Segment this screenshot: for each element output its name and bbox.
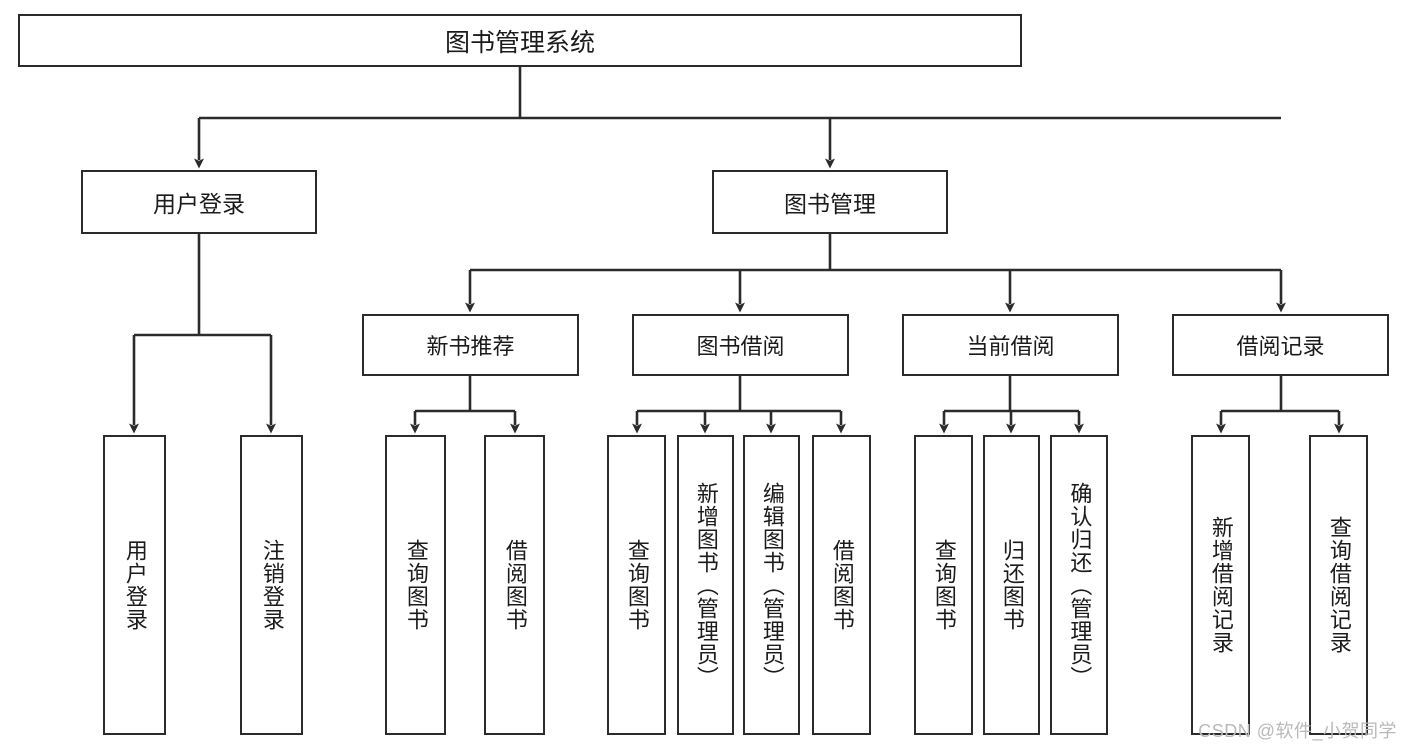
node-label: 用户登录 xyxy=(153,191,245,217)
node-book-borrow[interactable]: 图书借阅 xyxy=(632,314,849,376)
leaf-query-book-borrow[interactable]: 查询图书 xyxy=(607,435,666,735)
node-label: 借阅记录 xyxy=(1236,334,1325,359)
node-label: 图书管理系统 xyxy=(444,28,595,57)
leaf-edit-book-admin[interactable]: 编辑图书（管理员） xyxy=(743,435,800,735)
node-label: 借阅图书 xyxy=(829,539,855,631)
node-label: 新增图书（管理员） xyxy=(693,481,719,689)
leaf-confirm-return-admin[interactable]: 确认归还（管理员） xyxy=(1050,435,1108,735)
node-label: 用户登录 xyxy=(122,539,148,631)
node-current-borrow[interactable]: 当前借阅 xyxy=(902,314,1119,376)
leaf-add-borrow-record[interactable]: 新增借阅记录 xyxy=(1191,435,1250,735)
node-new-book-recommend[interactable]: 新书推荐 xyxy=(362,314,579,376)
leaf-return-book[interactable]: 归还图书 xyxy=(983,435,1040,735)
leaf-query-borrow-record[interactable]: 查询借阅记录 xyxy=(1309,435,1368,735)
node-label: 查询图书 xyxy=(624,539,650,631)
leaf-borrow-book-recommend[interactable]: 借阅图书 xyxy=(484,435,545,735)
node-label: 归还图书 xyxy=(999,539,1025,631)
node-label: 注销登录 xyxy=(259,539,285,631)
leaf-query-book-recommend[interactable]: 查询图书 xyxy=(385,435,446,735)
node-label: 图书管理 xyxy=(784,191,876,217)
leaf-user-login[interactable]: 用户登录 xyxy=(103,435,166,735)
node-label: 查询图书 xyxy=(931,539,957,631)
watermark: CSDN @软件_小贺同学 xyxy=(1198,721,1397,741)
node-borrow-record[interactable]: 借阅记录 xyxy=(1172,314,1389,376)
node-label: 查询图书 xyxy=(403,539,429,631)
node-label: 编辑图书（管理员） xyxy=(759,481,785,689)
node-label: 查询借阅记录 xyxy=(1326,516,1352,654)
leaf-borrow-book[interactable]: 借阅图书 xyxy=(812,435,871,735)
leaf-query-book-current[interactable]: 查询图书 xyxy=(914,435,973,735)
leaf-logout[interactable]: 注销登录 xyxy=(240,435,303,735)
node-label: 借阅图书 xyxy=(502,539,528,631)
node-book-management[interactable]: 图书管理 xyxy=(712,170,948,234)
node-label: 图书借阅 xyxy=(696,334,785,359)
node-label: 当前借阅 xyxy=(966,334,1055,359)
node-label: 新书推荐 xyxy=(426,334,515,359)
leaf-add-book-admin[interactable]: 新增图书（管理员） xyxy=(677,435,734,735)
node-label: 新增借阅记录 xyxy=(1208,516,1234,654)
node-user-login[interactable]: 用户登录 xyxy=(81,170,317,234)
node-root[interactable]: 图书管理系统 xyxy=(18,14,1022,67)
node-label: 确认归还（管理员） xyxy=(1067,481,1093,689)
